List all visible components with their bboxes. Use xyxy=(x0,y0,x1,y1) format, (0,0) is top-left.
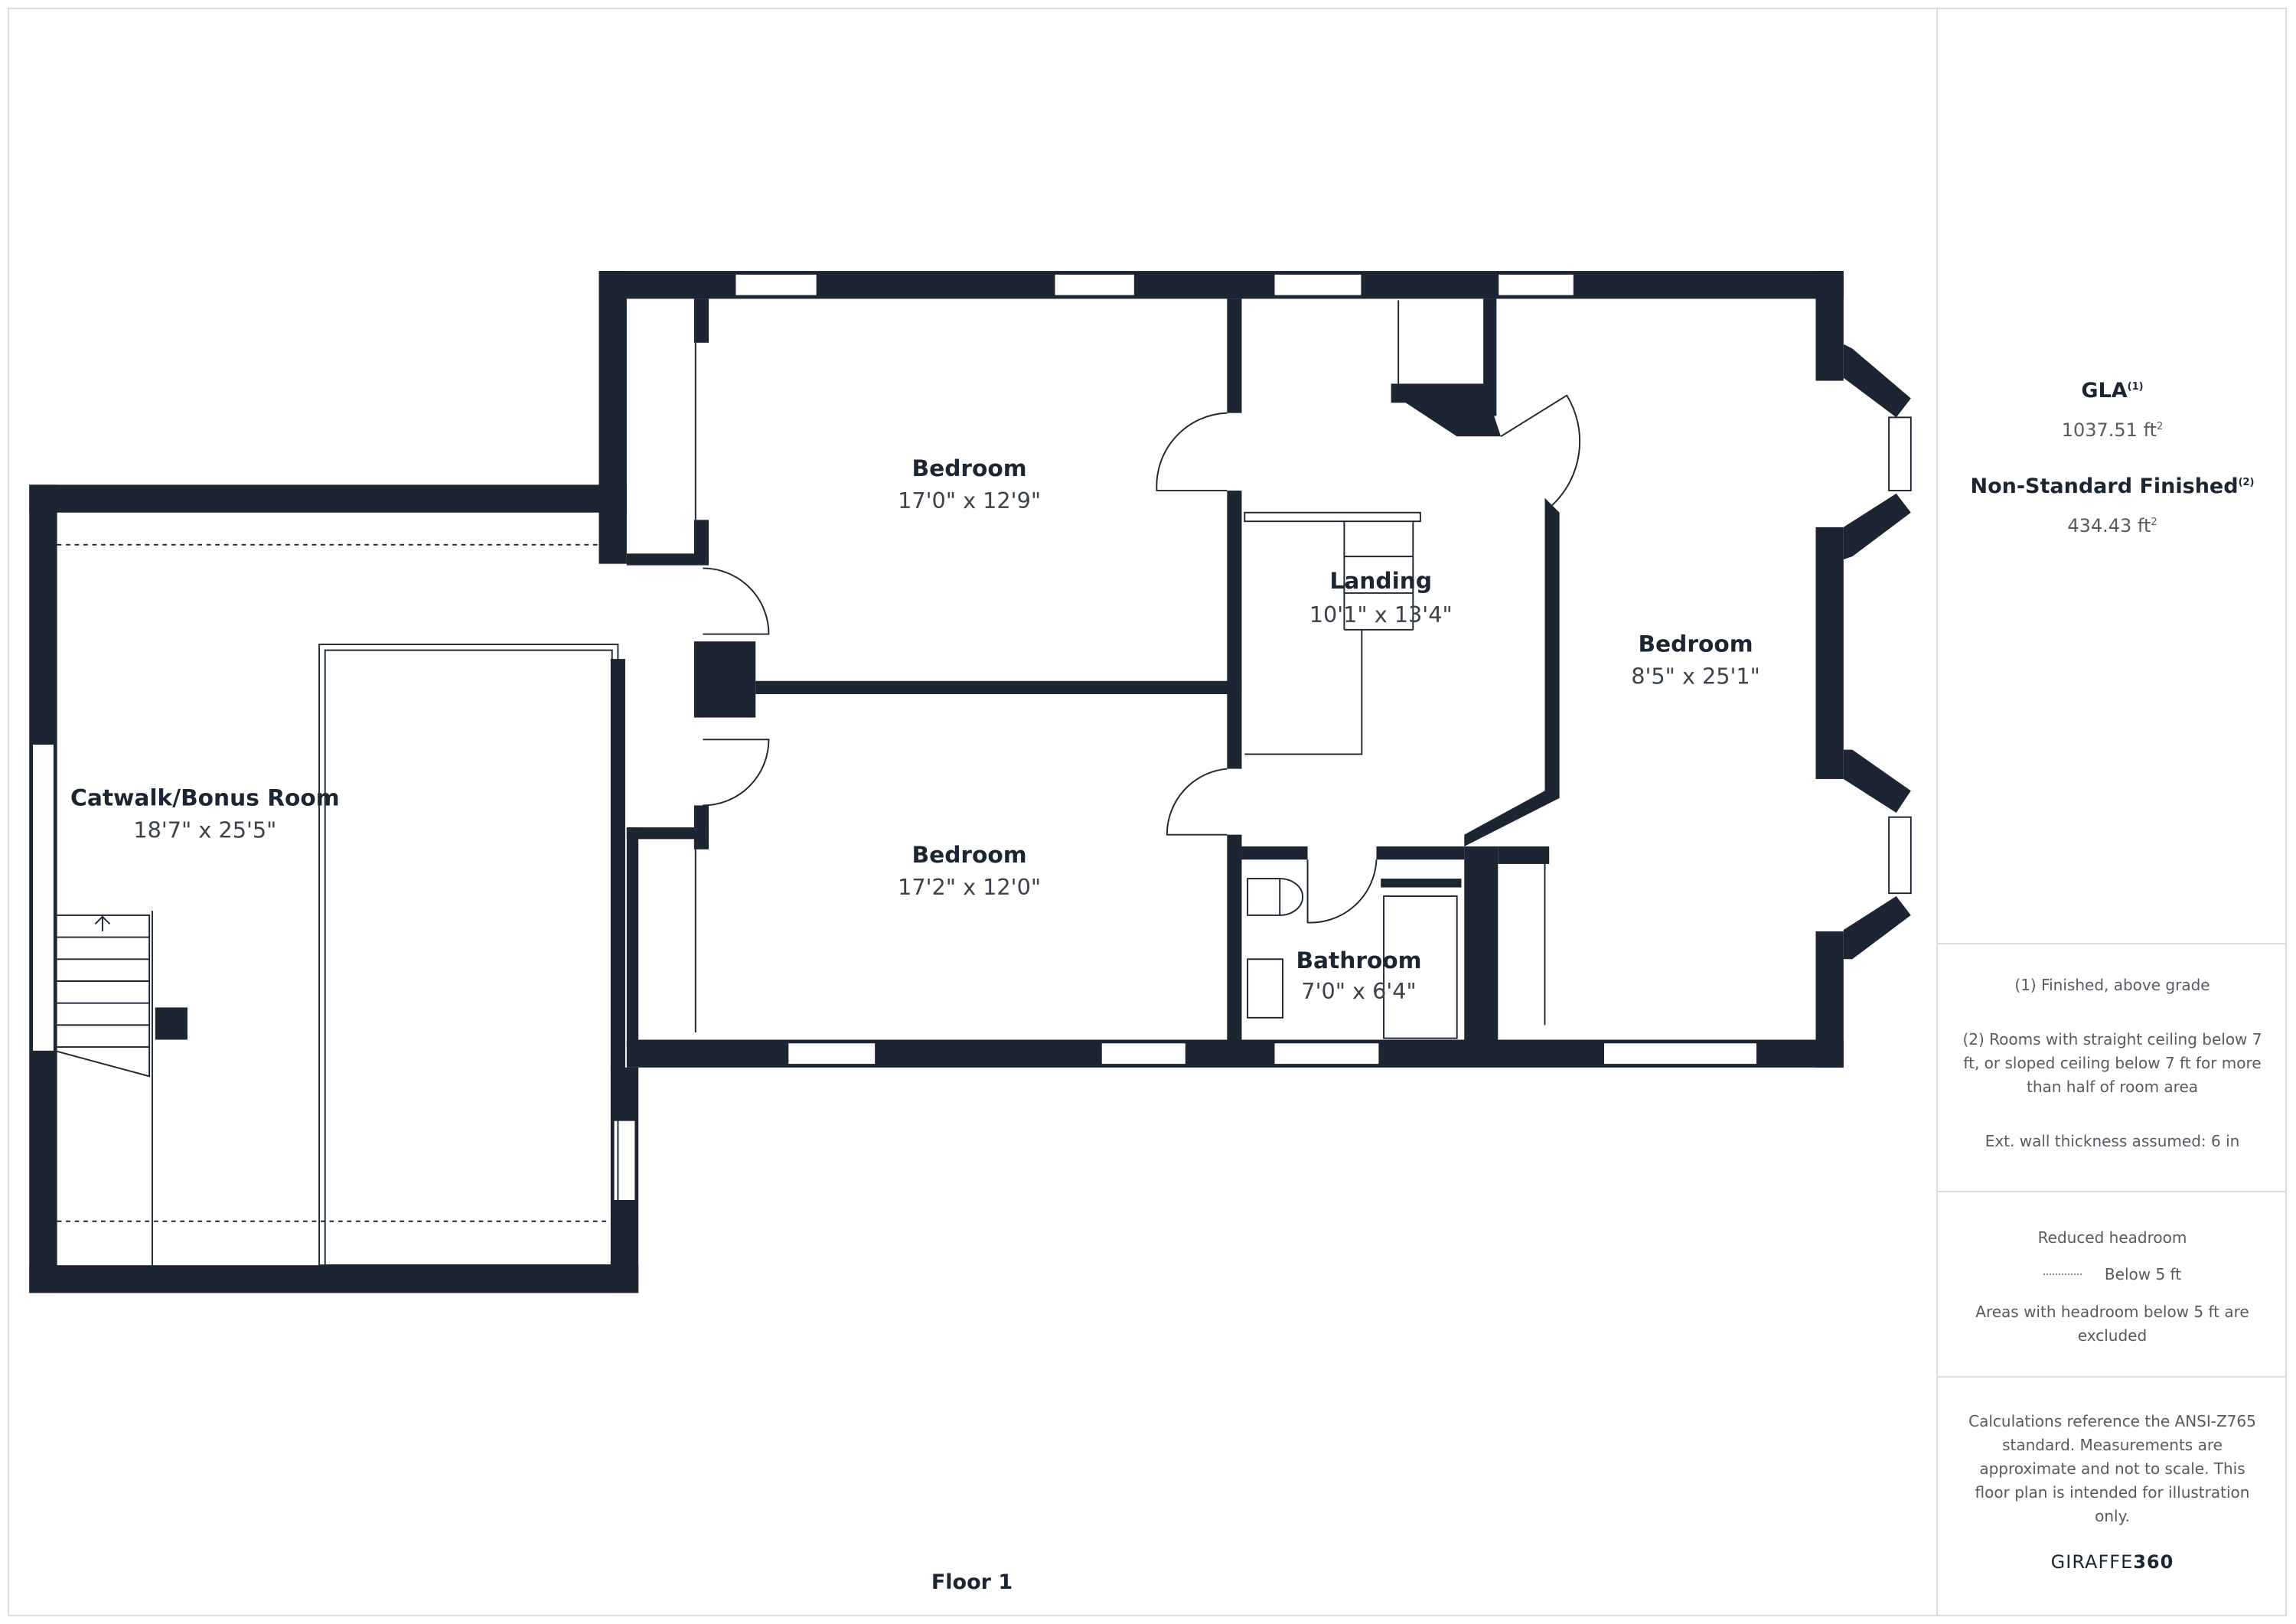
room-name: Catwalk/Bonus Room xyxy=(70,784,340,810)
note-finished: (1) Finished, above grade xyxy=(2014,976,2210,994)
room-bedroom-1: Bedroom 17'0" x 12'9" xyxy=(898,455,1041,514)
nsf-sup: (2) xyxy=(2238,477,2255,488)
room-name: Bedroom xyxy=(1638,630,1753,657)
doors xyxy=(703,394,1581,924)
brand-part1: GIRAFFE xyxy=(2050,1551,2134,1573)
room-dims: 17'0" x 12'9" xyxy=(898,488,1041,514)
gla-value-text: 1037.51 ft xyxy=(2061,419,2157,441)
nsf-value-text: 434.43 ft xyxy=(2067,515,2151,536)
area-summary: GLA(1) 1037.51 ft2 Non-Standard Finished… xyxy=(1938,379,2287,570)
giraffe360-logo: GIRAFFE360 xyxy=(1961,1551,2264,1573)
gla-label: GLA xyxy=(2081,379,2128,403)
gla-value: 1037.51 ft2 xyxy=(1961,419,2264,441)
headroom-note: Areas with headroom below 5 ft are exclu… xyxy=(1975,1303,2249,1345)
floor-label: Floor 1 xyxy=(931,1570,1013,1594)
nsf-label: Non-Standard Finished xyxy=(1970,474,2239,498)
divider xyxy=(1938,1376,2287,1378)
room-name: Bathroom xyxy=(1296,947,1421,973)
divider xyxy=(1938,1191,2287,1192)
nsf-value: 434.43 ft2 xyxy=(1961,515,2264,536)
room-dims: 8'5" x 25'1" xyxy=(1631,664,1760,690)
gla-sup: (1) xyxy=(2127,381,2144,393)
divider xyxy=(1938,943,2287,944)
room-name: Landing xyxy=(1329,567,1432,594)
room-bedroom-3: Bedroom 8'5" x 25'1" xyxy=(1631,630,1760,689)
room-dims: 18'7" x 25'5" xyxy=(133,817,276,843)
walls xyxy=(29,271,1911,1293)
page-frame xyxy=(8,8,2287,1616)
brand-part2: 360 xyxy=(2133,1551,2174,1573)
windows xyxy=(31,272,1912,1202)
room-dims: 17'2" x 12'0" xyxy=(898,874,1041,900)
fixtures xyxy=(694,300,1546,1039)
dotted-line-icon xyxy=(2043,1273,2082,1275)
headroom-lines xyxy=(57,543,611,1222)
footnotes: (1) Finished, above grade (2) Rooms with… xyxy=(1938,973,2287,1184)
gla-title: GLA(1) xyxy=(1961,379,2264,403)
room-catwalk: Catwalk/Bonus Room 18'7" x 25'5" xyxy=(70,784,340,843)
disclaimer-section: Calculations reference the ANSI-Z765 sta… xyxy=(1938,1410,2287,1573)
room-name: Bedroom xyxy=(912,841,1027,868)
headroom-title: Reduced headroom xyxy=(2037,1228,2187,1247)
room-dims: 10'1" x 13'4" xyxy=(1309,602,1453,628)
room-dims: 7'0" x 6'4" xyxy=(1301,978,1416,1004)
headroom-legend-label: Below 5 ft xyxy=(2104,1265,2182,1283)
room-bedroom-2: Bedroom 17'2" x 12'0" xyxy=(898,841,1041,900)
note-non-standard: (2) Rooms with straight ceiling below 7 … xyxy=(1962,1030,2262,1096)
headroom-legend-row: Below 5 ft xyxy=(1961,1265,2264,1283)
headroom-legend: Reduced headroom Below 5 ft Areas with h… xyxy=(1938,1226,2287,1378)
stairs xyxy=(57,511,1421,1267)
unit-sup: 2 xyxy=(2157,421,2164,432)
room-bathroom: Bathroom 7'0" x 6'4" xyxy=(1296,947,1421,1004)
room-landing: Landing 10'1" x 13'4" xyxy=(1309,567,1453,628)
disclaimer: Calculations reference the ANSI-Z765 sta… xyxy=(1968,1412,2256,1525)
note-wall-thickness: Ext. wall thickness assumed: 6 in xyxy=(1985,1132,2240,1150)
info-panel: GLA(1) 1037.51 ft2 Non-Standard Finished… xyxy=(1936,8,2287,1616)
unit-sup: 2 xyxy=(2151,517,2157,528)
nsf-title: Non-Standard Finished(2) xyxy=(1961,474,2264,498)
room-name: Bedroom xyxy=(912,455,1027,481)
